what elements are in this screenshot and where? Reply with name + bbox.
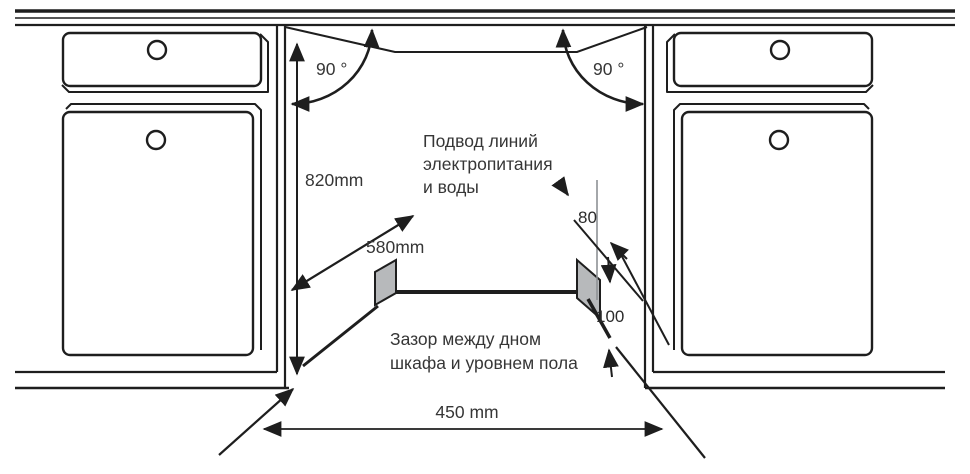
left-floor-diagonal-arrow bbox=[218, 387, 295, 456]
dim-width: 450 mm bbox=[262, 402, 664, 437]
left-side-panel-plate bbox=[374, 258, 397, 307]
right-door-front bbox=[673, 103, 874, 357]
height-dim-label: 820mm bbox=[305, 170, 363, 190]
gap-note-line1: Зазор между дном bbox=[390, 329, 541, 349]
gap-note-line2: шкафа и уровнем пола bbox=[390, 353, 578, 373]
right-drawer-front bbox=[666, 31, 874, 93]
gap-pointer-arrow bbox=[603, 348, 619, 378]
supply-offset-label: 80 bbox=[578, 208, 597, 227]
supply-note-line3: и воды bbox=[423, 177, 479, 197]
left-cabinet bbox=[61, 25, 287, 388]
floor-gap-label: 100 bbox=[596, 307, 624, 326]
supply-offset-arrow-up bbox=[609, 241, 629, 261]
right-swing-arc bbox=[555, 28, 645, 112]
left-drawer-knob bbox=[146, 39, 168, 61]
dim-depth: 580mm bbox=[290, 215, 424, 291]
supply-offset-arrow-down bbox=[600, 256, 617, 284]
depth-dim-label: 580mm bbox=[366, 237, 424, 257]
supply-note-line1: Подвод линий bbox=[423, 131, 538, 151]
left-angle-label: 90 ° bbox=[316, 59, 347, 79]
left-door-knob bbox=[145, 129, 167, 151]
supply-note: Подвод линий электропитания и воды 80 bbox=[423, 131, 629, 284]
right-cabinet-side bbox=[643, 25, 655, 388]
dim-height: 820mm bbox=[289, 42, 363, 376]
width-dim-label: 450 mm bbox=[435, 402, 498, 422]
right-door-knob bbox=[768, 129, 790, 151]
left-swing-arc bbox=[290, 28, 380, 112]
gap-depth-guide bbox=[616, 246, 670, 346]
right-angle-label: 90 ° bbox=[593, 59, 624, 79]
left-door-front bbox=[61, 103, 262, 357]
right-plate-floor-edge bbox=[586, 298, 612, 339]
right-drawer-knob bbox=[769, 39, 791, 61]
gap-note: Зазор между дном шкафа и уровнем пола 10… bbox=[390, 307, 624, 378]
perspective-diagonals bbox=[218, 346, 706, 459]
left-cabinet-side bbox=[275, 25, 287, 388]
niche-top-edge bbox=[284, 26, 648, 53]
right-cabinet bbox=[643, 25, 874, 388]
left-drawer-front bbox=[61, 31, 269, 93]
floor-lines bbox=[15, 370, 945, 390]
door-swing-right: 90 ° bbox=[555, 28, 645, 112]
left-plate-floor-edge bbox=[302, 304, 379, 368]
supply-note-line2: электропитания bbox=[423, 154, 553, 174]
countertop bbox=[15, 9, 955, 27]
supply-pointer-arrow bbox=[551, 176, 569, 197]
depth-dim-line bbox=[290, 215, 415, 291]
right-floor-diagonal bbox=[615, 346, 706, 459]
door-swing-left: 90 ° bbox=[290, 28, 380, 112]
